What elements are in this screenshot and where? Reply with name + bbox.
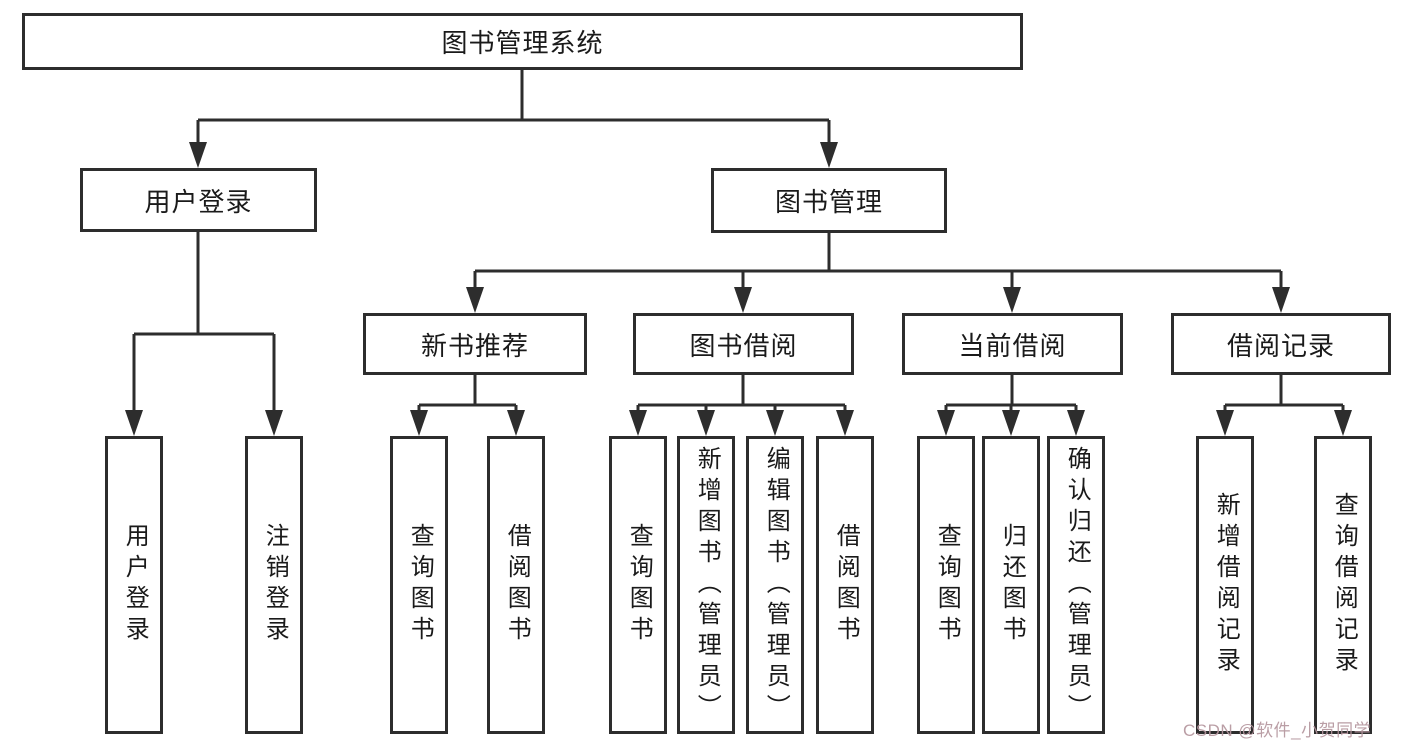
leaf-query-books-recommend: 查询图书 [390, 436, 448, 734]
node-label: 借阅记录 [1226, 330, 1335, 361]
node-label: 当前借阅 [958, 330, 1067, 361]
node-label: 借阅图书 [832, 523, 860, 647]
node-label: 图书管理 [774, 187, 883, 217]
connector-lines [132, 70, 1345, 414]
node-book-management: 图书管理 [711, 168, 947, 233]
leaf-query-books-borrowing: 查询图书 [609, 436, 667, 734]
node-label: 注销登录 [261, 523, 289, 647]
node-label: 用户登录 [144, 186, 253, 217]
node-library-management-system: 图书管理系统 [22, 13, 1023, 70]
leaf-confirm-return-admin: 确认归还（管理员） [1047, 436, 1105, 734]
node-new-book-recommendation: 新书推荐 [363, 313, 587, 375]
node-label: 归还图书 [998, 523, 1026, 647]
node-label: 新增借阅记录 [1212, 492, 1240, 678]
leaf-return-books: 归还图书 [982, 436, 1040, 734]
node-label: 图书借阅 [689, 330, 798, 361]
node-label: 用户登录 [121, 523, 149, 647]
node-label: 图书管理系统 [441, 28, 604, 58]
node-book-borrowing: 图书借阅 [633, 313, 854, 375]
node-label: 查询借阅记录 [1330, 492, 1358, 678]
leaf-add-books-admin: 新增图书（管理员） [677, 436, 735, 734]
node-label: 新增图书（管理员） [693, 445, 721, 725]
leaf-borrow-books-borrowing: 借阅图书 [816, 436, 874, 734]
leaf-edit-books-admin: 编辑图书（管理员） [746, 436, 804, 734]
node-label: 查询图书 [625, 523, 653, 647]
leaf-add-borrow-record: 新增借阅记录 [1196, 436, 1254, 734]
leaf-borrow-books-recommend: 借阅图书 [487, 436, 545, 734]
leaf-user-login: 用户登录 [105, 436, 163, 734]
node-current-borrowing: 当前借阅 [902, 313, 1123, 375]
leaf-logout-login: 注销登录 [245, 436, 303, 734]
node-label: 编辑图书（管理员） [762, 445, 790, 725]
csdn-watermark: CSDN @软件_小贺同学 [1183, 721, 1372, 740]
leaf-query-borrow-record: 查询借阅记录 [1314, 436, 1372, 734]
node-label: 借阅图书 [503, 523, 531, 647]
node-label: 确认归还（管理员） [1063, 445, 1091, 725]
node-label: 新书推荐 [420, 330, 529, 361]
leaf-query-books-current: 查询图书 [917, 436, 975, 734]
connector-arrowheads [125, 142, 1352, 436]
node-borrowing-records: 借阅记录 [1171, 313, 1391, 375]
node-label: 查询图书 [933, 523, 961, 647]
node-label: 查询图书 [406, 523, 434, 647]
node-user-login: 用户登录 [80, 168, 317, 232]
